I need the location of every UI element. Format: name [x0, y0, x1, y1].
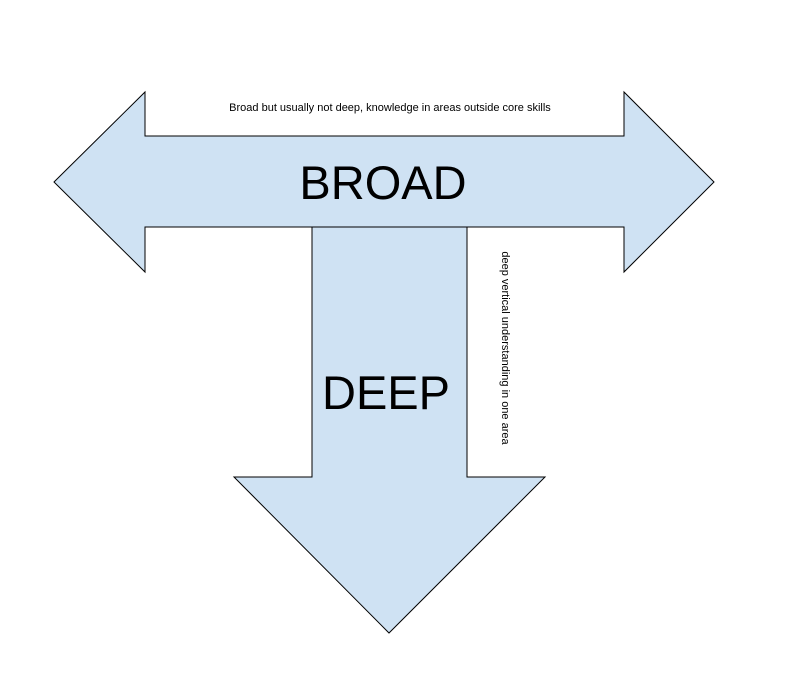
broad-caption: Broad but usually not deep, knowledge in… — [229, 102, 551, 114]
deep-caption: deep vertical understanding in one area — [499, 251, 511, 445]
broad-arrow — [53, 90, 715, 274]
broad-label: BROAD — [299, 156, 466, 209]
deep-arrow — [232, 224, 547, 634]
deep-label: DEEP — [322, 366, 450, 419]
